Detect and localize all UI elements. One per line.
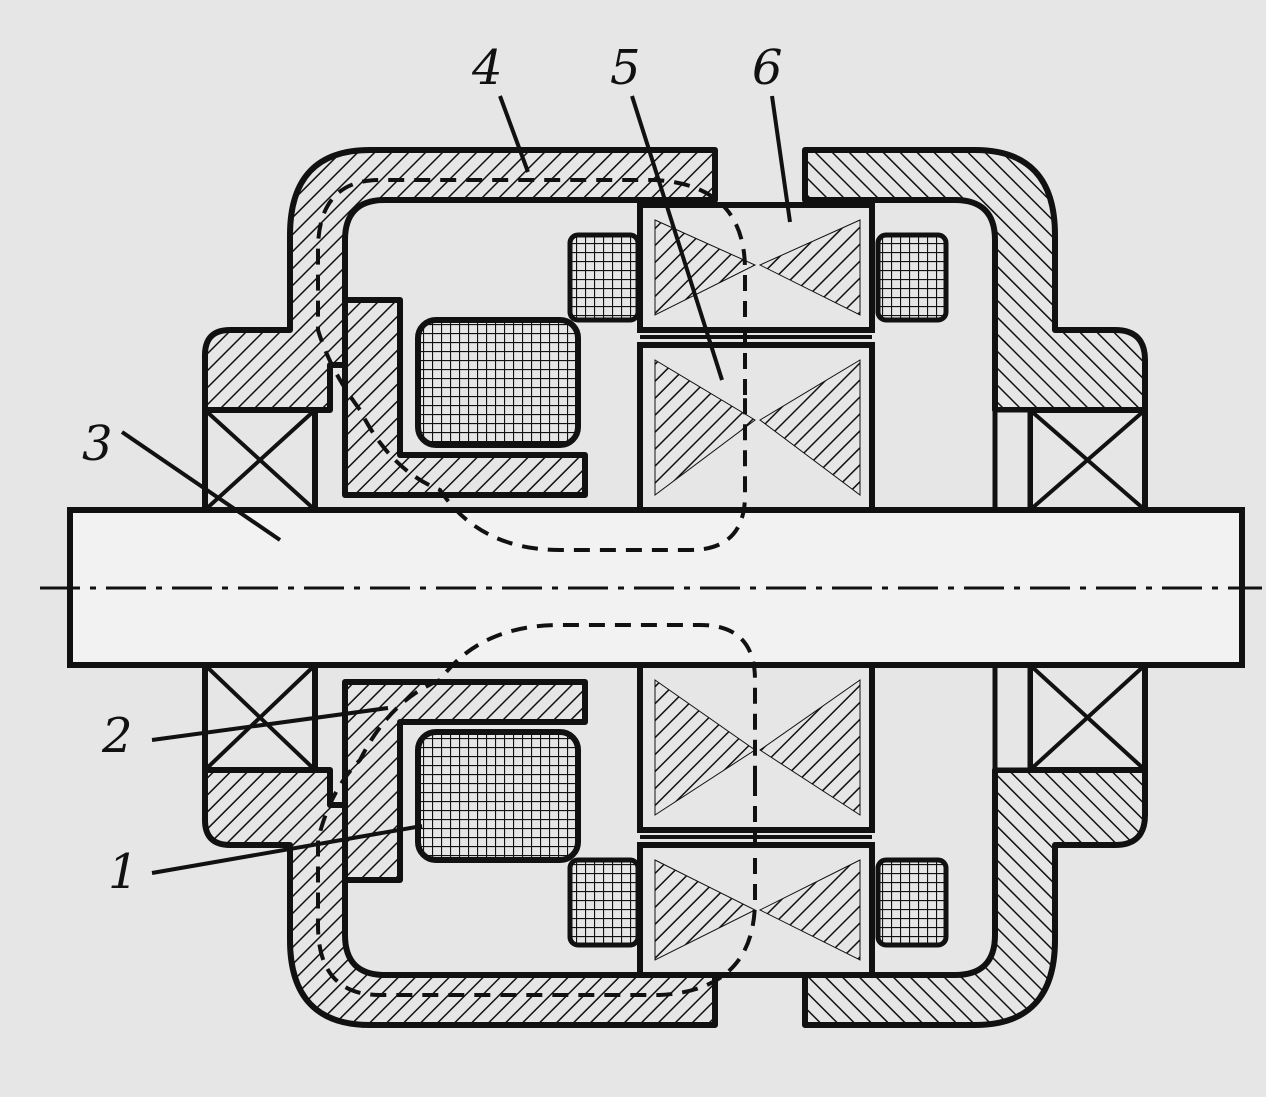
housing-left-lower bbox=[202, 767, 718, 1028]
winding-left-lower bbox=[567, 857, 641, 948]
winding-right-lower bbox=[875, 857, 949, 948]
leader-line-6 bbox=[770, 95, 792, 223]
callout-label-4: 4 bbox=[472, 40, 503, 96]
pole-piece-lower bbox=[342, 679, 588, 883]
pole-piece-upper bbox=[342, 297, 588, 498]
winding-right-upper bbox=[875, 232, 949, 323]
field-coil-lower bbox=[415, 729, 581, 863]
spacer-right-upper bbox=[992, 407, 1033, 513]
bearing-right-lower bbox=[1027, 662, 1148, 773]
flux-path-upper bbox=[316, 178, 747, 552]
leader-line-2 bbox=[151, 706, 389, 742]
callout-label-6: 6 bbox=[752, 40, 783, 96]
callout-label-1: 1 bbox=[108, 844, 139, 900]
bearing-left-upper bbox=[202, 407, 318, 513]
callout-label-5: 5 bbox=[610, 40, 641, 96]
magnetic-core-lower bbox=[637, 662, 875, 978]
callout-label-2: 2 bbox=[102, 708, 133, 764]
spacer-right-lower bbox=[992, 662, 1033, 773]
shaft bbox=[40, 507, 1262, 668]
callout-label-3: 3 bbox=[82, 416, 113, 472]
bearing-left-lower bbox=[202, 662, 318, 773]
leader-line-1 bbox=[151, 824, 423, 875]
leader-line-5 bbox=[630, 95, 724, 381]
housing-right-upper bbox=[802, 147, 1148, 413]
magnetic-core-upper bbox=[637, 202, 875, 513]
field-coil-upper bbox=[415, 317, 581, 448]
bearing-right-upper bbox=[1027, 407, 1148, 513]
leader-line-3 bbox=[120, 430, 282, 542]
flux-path-lower bbox=[316, 623, 757, 997]
housing-left-upper bbox=[202, 147, 718, 413]
leader-line-4 bbox=[498, 95, 530, 173]
winding-left-upper bbox=[567, 232, 641, 323]
housing-right-lower bbox=[802, 767, 1148, 1028]
